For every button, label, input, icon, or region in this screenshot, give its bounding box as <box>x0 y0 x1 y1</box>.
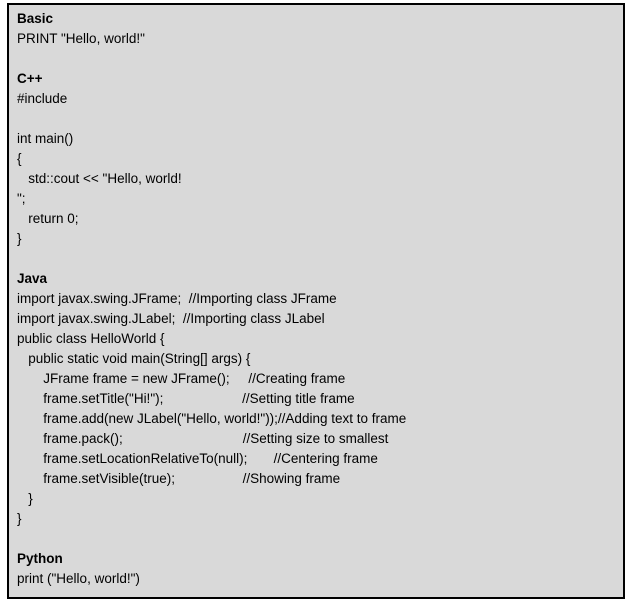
code-line: import javax.swing.JFrame; //Importing c… <box>17 291 337 306</box>
basic-section: Basic PRINT "Hello, world!" <box>17 9 615 49</box>
code-line-blank <box>17 109 615 129</box>
python-section: Python print ("Hello, world!") <box>17 549 615 589</box>
code-line: } <box>17 491 33 506</box>
code-line: frame.add(new JLabel("Hello, world!"));/… <box>17 411 407 426</box>
code-line: import javax.swing.JLabel; //Importing c… <box>17 311 325 326</box>
code-line: PRINT "Hello, world!" <box>17 31 145 46</box>
code-line: frame.pack(); //Setting size to smallest <box>17 431 389 446</box>
code-line: std::cout << "Hello, world! <box>17 171 182 186</box>
cpp-heading: C++ <box>17 71 43 86</box>
code-line: frame.setVisible(true); //Showing frame <box>17 471 341 486</box>
basic-heading: Basic <box>17 11 54 26</box>
code-line: public static void main(String[] args) { <box>17 351 251 366</box>
code-line: } <box>17 231 22 246</box>
code-panel: Basic PRINT "Hello, world!" C++ #include… <box>7 3 625 599</box>
code-line: print ("Hello, world!") <box>17 571 140 586</box>
code-line: int main() <box>17 131 74 146</box>
code-line: "; <box>17 191 26 206</box>
code-line: } <box>17 511 22 526</box>
java-heading: Java <box>17 271 48 286</box>
code-line: { <box>17 151 22 166</box>
java-section: Java import javax.swing.JFrame; //Import… <box>17 269 615 529</box>
code-line: public class HelloWorld { <box>17 331 165 346</box>
code-line: JFrame frame = new JFrame(); //Creating … <box>17 371 346 386</box>
code-line: return 0; <box>17 211 79 226</box>
cpp-section: C++ #include int main() { std::cout << "… <box>17 69 615 249</box>
code-line: #include <box>17 91 68 106</box>
code-line: frame.setLocationRelativeTo(null); //Cen… <box>17 451 378 466</box>
code-line: frame.setTitle("Hi!"); //Setting title f… <box>17 391 355 406</box>
python-heading: Python <box>17 551 63 566</box>
